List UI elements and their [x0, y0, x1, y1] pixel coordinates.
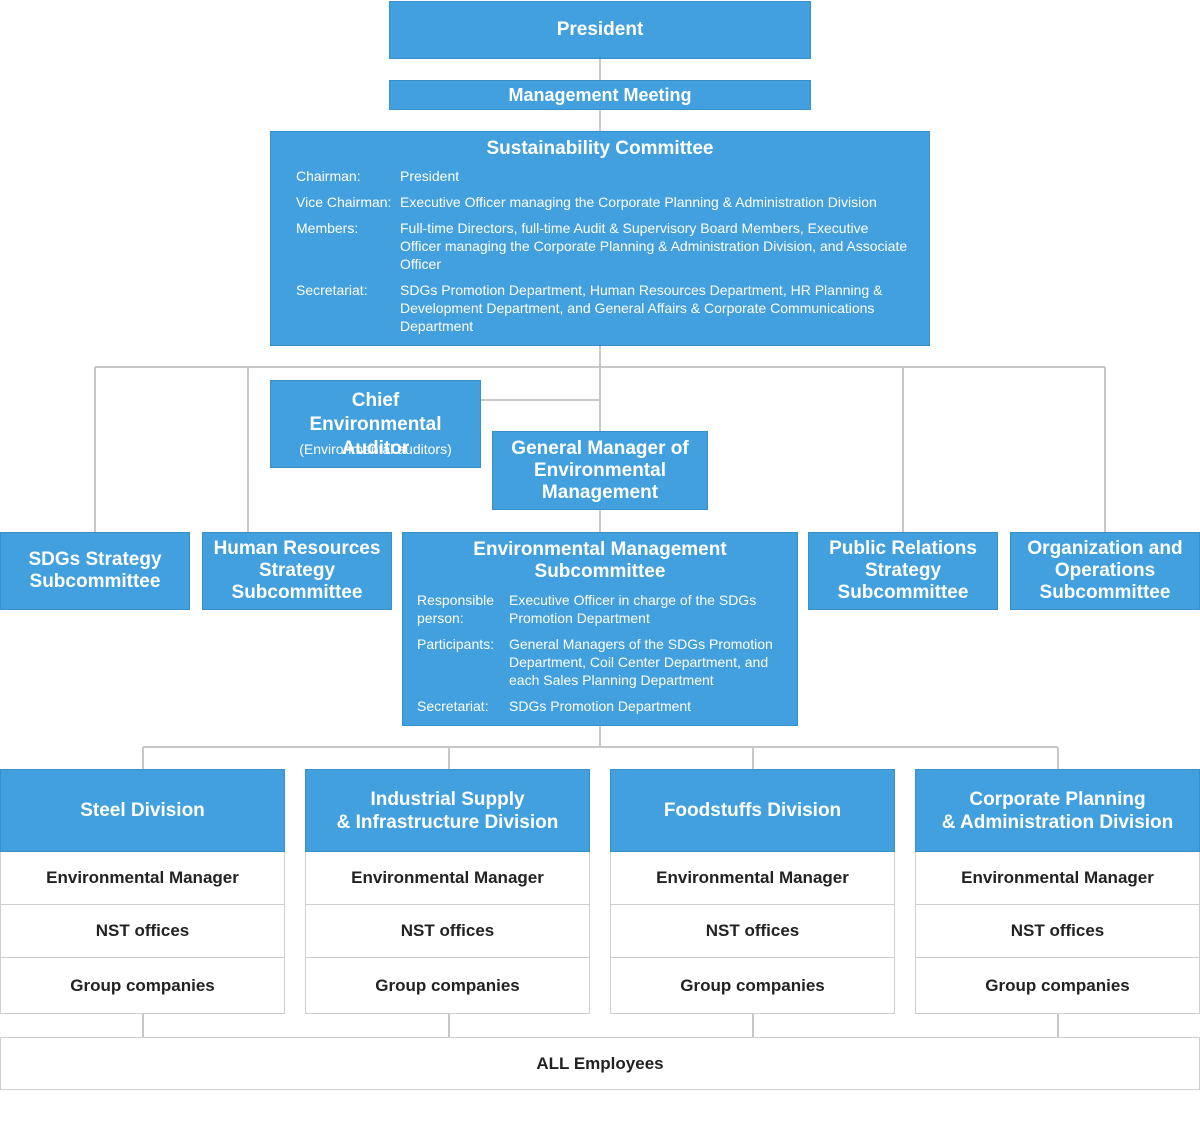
sustainability-committee-box: Sustainability Committee Chairman: Presi… [270, 131, 930, 346]
group-companies: Group companies [0, 958, 285, 1014]
environmental-manager: Environmental Manager [610, 852, 895, 905]
vice-chairman-value: Executive Officer managing the Corporate… [400, 194, 877, 210]
environmental-manager: Environmental Manager [305, 852, 590, 905]
env-secretariat-label: Secretariat: [417, 698, 489, 714]
sdgs-subcommittee-label: SDGs Strategy Subcommittee [28, 549, 162, 592]
vice-chairman-label: Vice Chairman: [296, 194, 392, 210]
secretariat-label: Secretariat: [296, 282, 368, 298]
chief-auditor-box: Chief Environmental Auditor (Environment… [270, 380, 481, 468]
gm-env-box: General Manager of Environmental Managem… [492, 431, 708, 510]
members-value: Full-time Directors, full-time Audit & S… [400, 220, 908, 272]
env-subcommittee-title: Environmental Management Subcommittee [473, 539, 727, 582]
org-subcommittee-label: Organization and Operations Subcommittee [1027, 538, 1183, 603]
nst-offices: NST offices [305, 905, 590, 958]
pr-subcommittee-box: Public Relations Strategy Subcommittee [808, 532, 998, 610]
group-companies: Group companies [305, 958, 590, 1014]
all-employees-box: ALL Employees [0, 1037, 1200, 1090]
environmental-manager: Environmental Manager [915, 852, 1200, 905]
env-subcommittee-box: Environmental Management Subcommittee Re… [402, 532, 798, 726]
division-name: Foodstuffs Division [610, 769, 895, 852]
hr-subcommittee-box: Human Resources Strategy Subcommittee [202, 532, 392, 610]
responsible-label: Responsible person: [417, 592, 495, 626]
sdgs-subcommittee-box: SDGs Strategy Subcommittee [0, 532, 190, 610]
division-column: Steel Division Environmental Manager NST… [0, 769, 285, 1014]
division-column: Industrial Supply & Infrastructure Divis… [305, 769, 590, 1014]
secretariat-value: SDGs Promotion Department, Human Resourc… [400, 282, 883, 334]
group-companies: Group companies [610, 958, 895, 1014]
env-secretariat-value: SDGs Promotion Department [509, 698, 692, 714]
all-employees-label: ALL Employees [536, 1053, 664, 1073]
chairman-value: President [400, 168, 460, 184]
members-label: Members: [296, 220, 359, 236]
division-name: Corporate Planning & Administration Divi… [915, 769, 1200, 852]
division-column: Foodstuffs Division Environmental Manage… [610, 769, 895, 1014]
nst-offices: NST offices [610, 905, 895, 958]
chairman-label: Chairman: [296, 168, 361, 184]
chief-auditor-title: Chief Environmental Auditor [309, 390, 442, 459]
group-companies: Group companies [915, 958, 1200, 1014]
hr-subcommittee-label: Human Resources Strategy Subcommittee [213, 538, 381, 603]
president-label: President [556, 19, 644, 40]
management-meeting-box: Management Meeting [389, 80, 811, 110]
division-name: Industrial Supply & Infrastructure Divis… [305, 769, 590, 852]
division-column: Corporate Planning & Administration Divi… [915, 769, 1200, 1014]
nst-offices: NST offices [915, 905, 1200, 958]
participants-label: Participants: [417, 636, 495, 652]
management-meeting-label: Management Meeting [508, 84, 692, 105]
responsible-value: Executive Officer in charge of the SDGs … [509, 592, 757, 626]
environmental-manager: Environmental Manager [0, 852, 285, 905]
sustainability-committee-title: Sustainability Committee [486, 138, 714, 159]
pr-subcommittee-label: Public Relations Strategy Subcommittee [829, 538, 977, 603]
participants-value: General Managers of the SDGs Promotion D… [509, 636, 773, 688]
nst-offices: NST offices [0, 905, 285, 958]
org-subcommittee-box: Organization and Operations Subcommittee [1010, 532, 1200, 610]
division-name: Steel Division [0, 769, 285, 852]
president-box: President [389, 1, 811, 59]
chief-auditor-sub: (Environmental auditors) [299, 441, 452, 457]
gm-env-label: General Manager of Environmental Managem… [511, 437, 689, 503]
